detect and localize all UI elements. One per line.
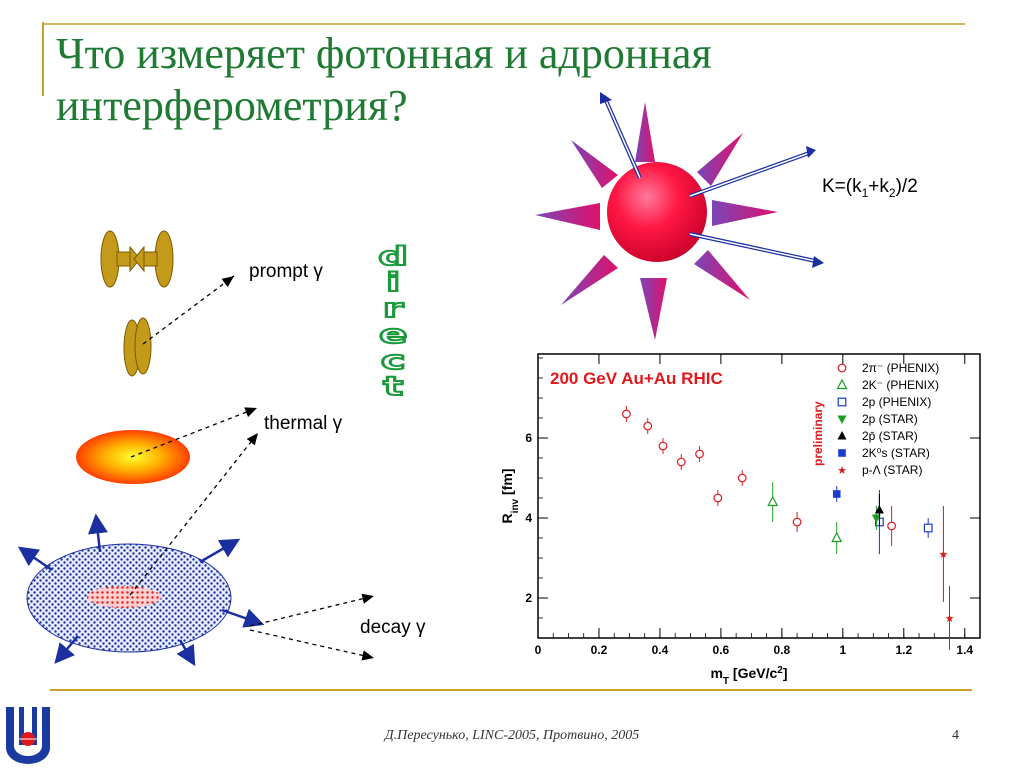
data-point [871,514,881,523]
direct-letter: i [384,268,410,298]
data-point [887,521,897,531]
spike-left [535,203,600,230]
y-tick-label: 4 [525,511,532,525]
title-line-1: Что измеряет фотонная и адронная [56,29,712,78]
x-tick-label: 0.8 [774,643,791,657]
legend-entry: 2π⁻ (PHENIX) [862,361,939,375]
x-tick-label: 1 [839,643,846,657]
legend-entry: 2K⁻ (PHENIX) [862,378,939,392]
star-spikes [535,102,778,340]
spike-bottom [640,278,667,340]
y-axis-label: Rinv [fm] [500,469,521,524]
prompt-label: prompt γ [249,261,323,282]
k-formula: K=(k1+k2)/2 [822,176,918,200]
legend-entry: 2p (STAR) [862,412,918,426]
chart-title: 200 GeV Au+Au RHIC [550,369,723,388]
legend-marker [837,397,847,407]
thermal-label: thermal γ [264,413,343,434]
spike-right [712,200,778,226]
data-point: ★ [945,612,955,625]
decay-arrow-2 [249,629,375,661]
direct-letter: r [381,294,414,324]
colliding-nuclei [100,230,174,288]
x-axis-label: mT [GeV/c2] [710,665,787,687]
data-point [767,495,779,507]
nucleus-right [154,230,174,288]
y-tick-label: 6 [525,431,532,445]
legend-entry: 2K⁰s (STAR) [862,446,930,460]
legend-entry: p-Λ (STAR) [862,463,922,477]
direct-letter: t [382,372,413,402]
direct-letter: e [377,320,417,350]
data-point [737,473,747,483]
x-tick-label: 1.2 [895,643,912,657]
spike-top-left [571,140,618,188]
data-point [874,505,884,514]
data-point [695,449,704,459]
rinv-chart: 0 0.2 0.4 0.6 0.8 1 1.2 1.4 2 4 6 mT [GeV/c2] Rinv [… [499,348,988,690]
nucleus-left [100,230,120,288]
rinv-chart-svg: 0 0.2 0.4 0.6 0.8 1 1.2 1.4 2 4 6 mT [GeV/c2] Rinv [… [499,353,981,687]
star-momentum-arrows [600,92,824,268]
legend-marker: ★ [837,464,847,477]
preliminary-annotation: preliminary [811,401,825,466]
title-line-2: интерферометрия? [56,81,408,130]
star-core [607,162,707,262]
data-point [621,409,631,419]
pointer-arrows [129,275,375,661]
overlapping-nuclei [123,317,152,377]
data-point [831,531,843,543]
direct-letter: c [379,346,416,376]
legend-marker [838,449,846,457]
spike-top-right [697,133,743,186]
legend-marker [837,415,847,424]
spike-bottom-right [694,250,750,300]
thermal-arrow-1 [130,407,258,458]
legend-entry: 2p (PHENIX) [862,395,931,409]
spike-top [635,102,655,162]
x-tick-label: 0.4 [652,643,669,657]
legend-marker [837,363,847,373]
x-tick-label: 1.4 [956,643,973,657]
institute-logo [6,707,50,764]
x-tick-label: 0.2 [591,643,608,657]
y-tick-label: 2 [525,591,532,605]
direct-letter: d [377,242,418,272]
hadron-gas [17,513,265,667]
x-tick-label: 0.6 [713,643,730,657]
data-point [658,441,668,451]
spike-bottom-left [561,255,618,305]
thermal-fireball [76,430,190,484]
data-point [713,493,723,503]
legend-entry: 2p̄ (STAR) [862,429,918,443]
page-number: 4 [952,728,959,743]
data-point [643,421,653,431]
direct-vertical-word: d i r e c t [373,243,423,401]
decay-arrow-1 [249,593,375,627]
thermal-arrow-2 [129,432,259,596]
legend-marker [836,378,848,390]
decay-label: decay γ [360,617,426,638]
data-point [832,490,841,498]
legend-marker [837,431,847,440]
data-point [676,457,686,467]
data-point: ★ [938,548,948,561]
data-point [923,523,933,533]
data-point [792,517,802,527]
x-tick-label: 0 [535,643,542,657]
plot-frame [537,353,981,639]
hot-core [87,586,161,608]
slide-title: Что измеряет фотонная и адронная интерфе… [56,28,712,132]
prompt-arrow [142,275,235,345]
footer-text: Д.Пересунько, LINC-2005, Протвино, 2005 [384,728,640,743]
